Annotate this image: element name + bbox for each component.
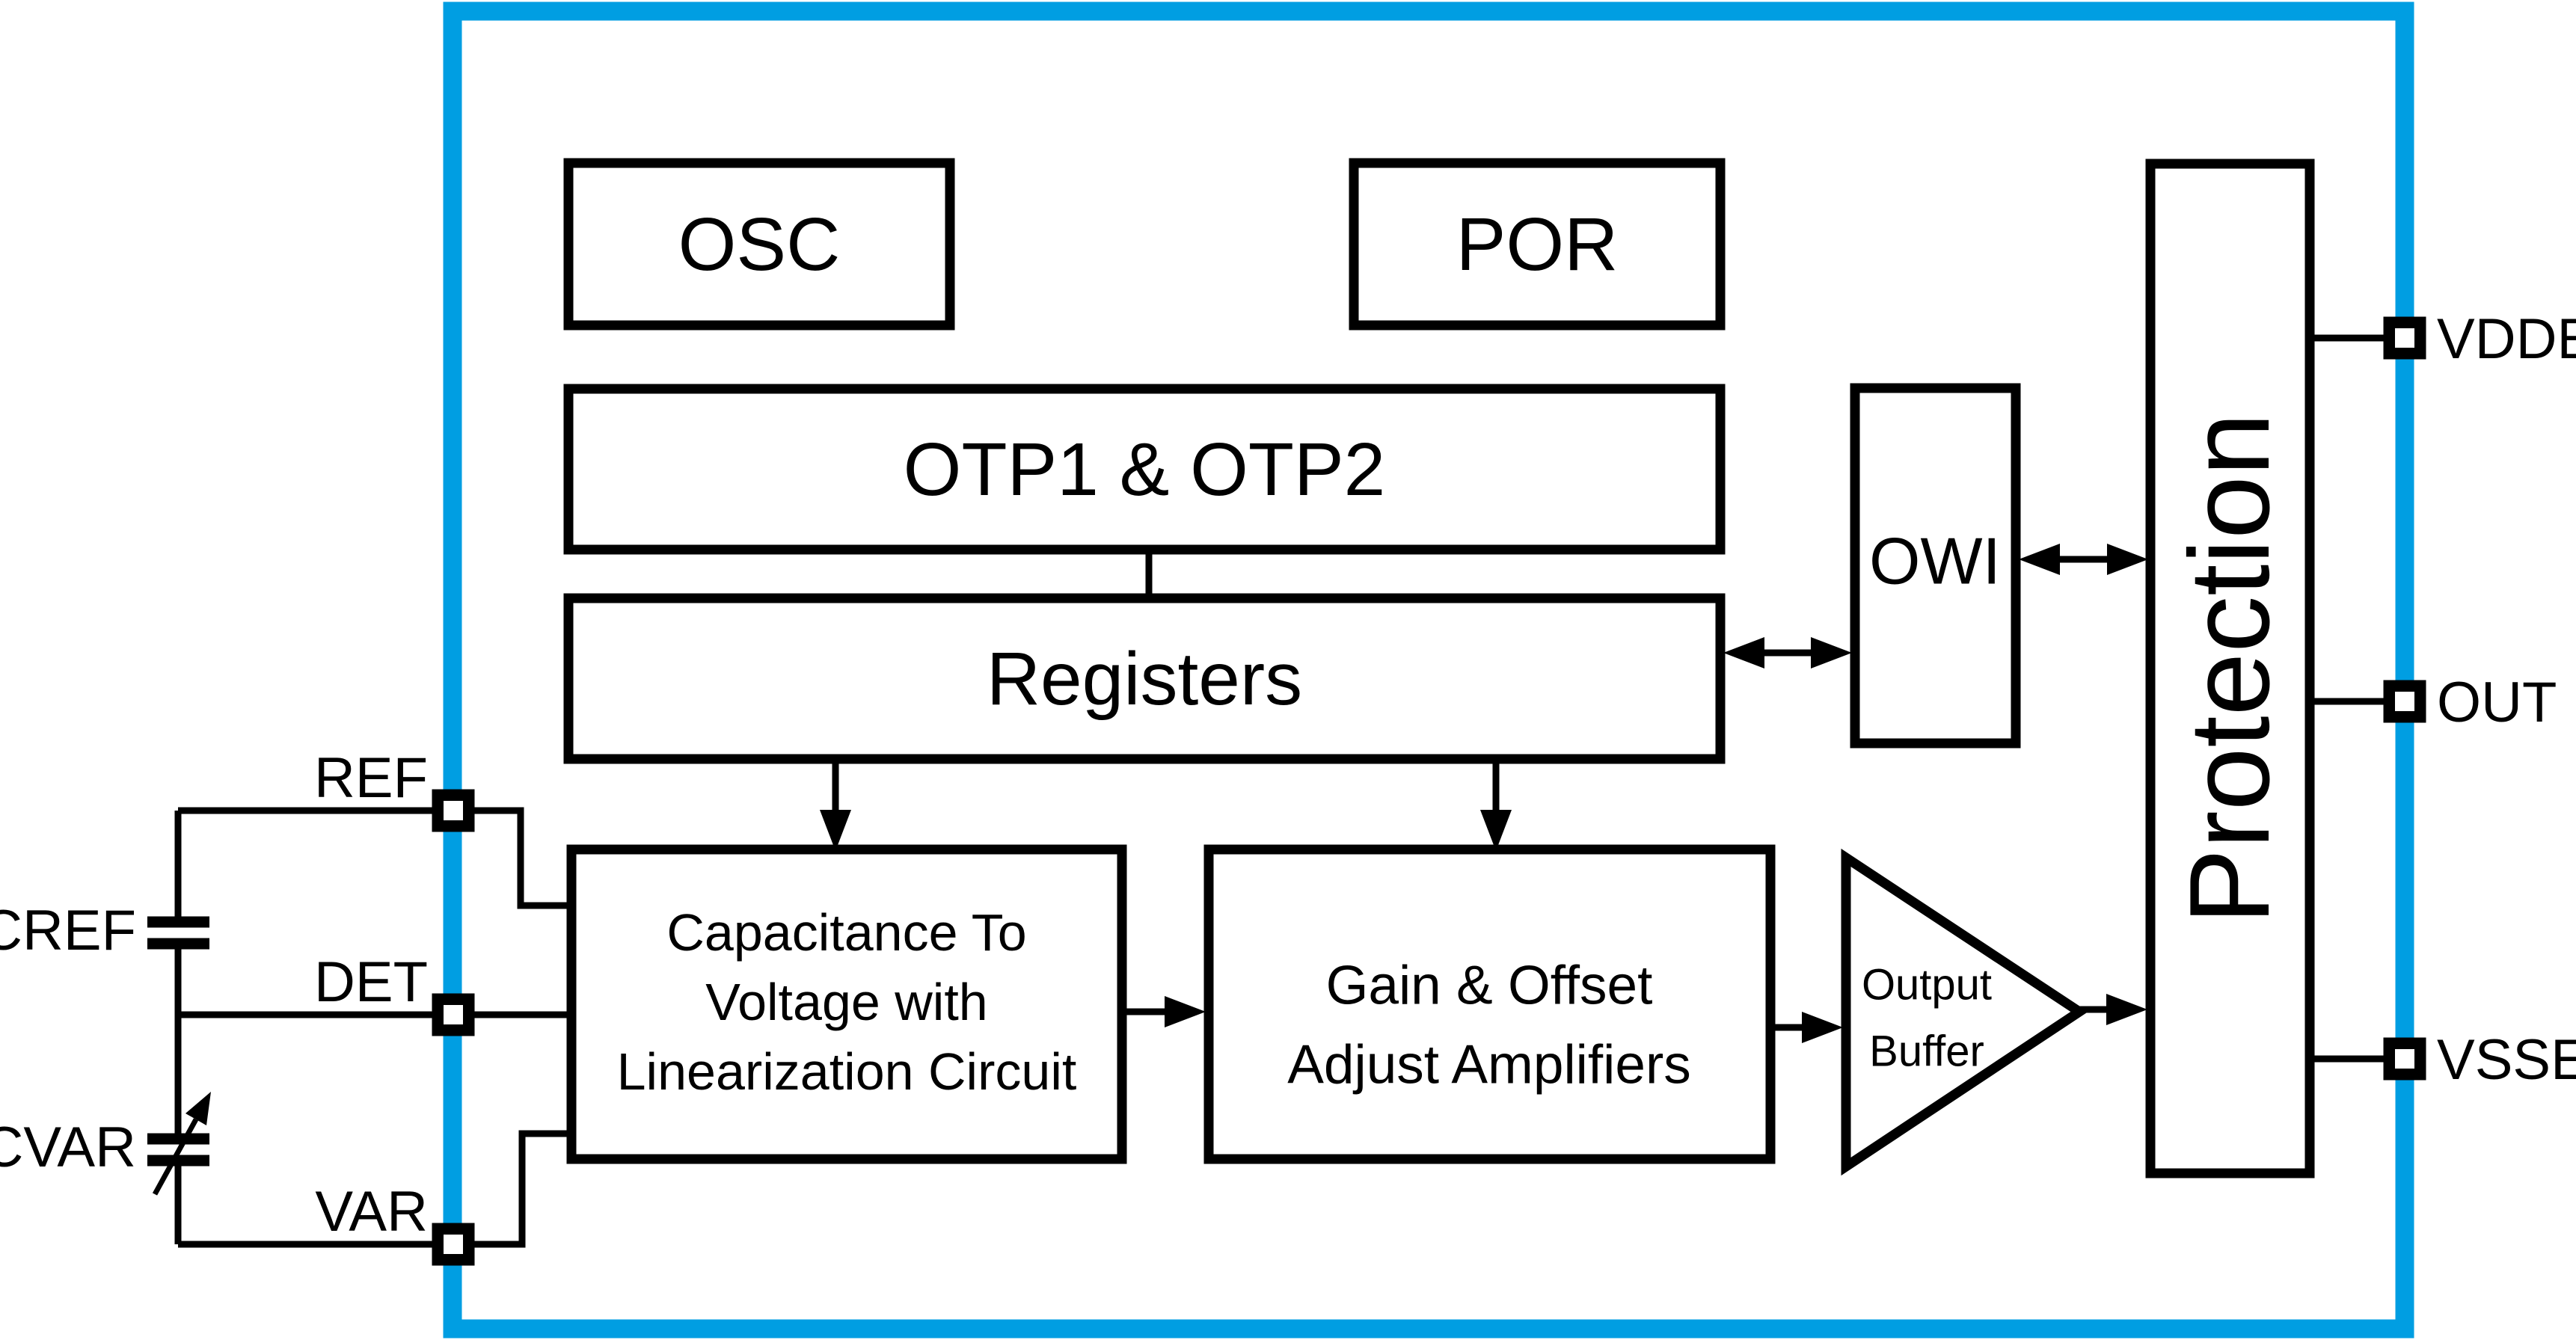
block-osc <box>563 158 955 331</box>
pin-label-out: OUT <box>2437 671 2557 734</box>
pad-vsse <box>2383 1037 2426 1081</box>
block-c2v <box>566 844 1127 1164</box>
pin-label-var: VAR <box>315 1180 428 1244</box>
block-owi-label: OWI <box>1869 524 2001 598</box>
capacitor-cref <box>147 916 209 950</box>
block-osc-label: OSC <box>678 203 841 286</box>
block-registers-label: Registers <box>987 637 1302 721</box>
chip-boundary <box>443 1 2414 1339</box>
wire-ref-to-c2v <box>453 807 570 909</box>
capacitor-cvar <box>147 1092 211 1196</box>
block-otp <box>563 384 1726 555</box>
block-output-buffer-label-line2: Buffer <box>1869 1027 1984 1076</box>
block-gain-offset-label-line2: Adjust Amplifiers <box>1287 1035 1691 1095</box>
block-por <box>1349 158 1726 331</box>
block-protection-label: Protection <box>2166 413 2293 924</box>
pad-det <box>432 993 475 1036</box>
block-output-buffer-triangle <box>1841 848 2088 1176</box>
arrow-registers-owi-bidirectional <box>1723 637 1852 669</box>
pin-label-det: DET <box>314 950 428 1014</box>
arrow-c2v-to-gain-offset <box>1122 996 1206 1027</box>
block-output-buffer-label-line1: Output <box>1862 961 1992 1009</box>
arrow-registers-to-c2v <box>820 759 851 851</box>
pin-label-vdde: VDDE <box>2437 307 2576 371</box>
label-cref: CREF <box>0 899 136 962</box>
arrow-owi-protection-bidirectional <box>2019 544 2148 575</box>
block-gain-offset <box>1203 844 1776 1164</box>
pad-vdde <box>2383 316 2426 360</box>
block-protection <box>2145 159 2315 1178</box>
label-cvar: CVAR <box>0 1116 136 1179</box>
block-registers <box>563 593 1726 764</box>
pin-label-ref: REF <box>314 746 428 810</box>
block-c2v-label-line3: Linearization Circuit <box>617 1042 1077 1101</box>
external-sensor-network <box>147 807 453 1248</box>
block-c2v-label-line1: Capacitance To <box>666 903 1026 962</box>
block-c2v-label-line2: Voltage with <box>705 973 987 1031</box>
variable-arrow-icon <box>152 1092 211 1196</box>
block-por-label: POR <box>1456 203 1619 286</box>
pad-out <box>2383 680 2426 723</box>
block-gain-offset-label-line1: Gain & Offset <box>1326 956 1653 1016</box>
pad-ref <box>432 789 475 832</box>
block-otp-label: OTP1 & OTP2 <box>904 428 1386 511</box>
pin-label-vsse: VSSE <box>2437 1028 2576 1092</box>
wire-var-to-c2v <box>453 1130 570 1248</box>
block-owi <box>1850 383 2021 749</box>
arrow-gain-offset-to-output-buffer <box>1770 1012 1843 1043</box>
arrow-registers-to-gain-offset <box>1480 759 1512 851</box>
pad-var <box>432 1223 475 1266</box>
